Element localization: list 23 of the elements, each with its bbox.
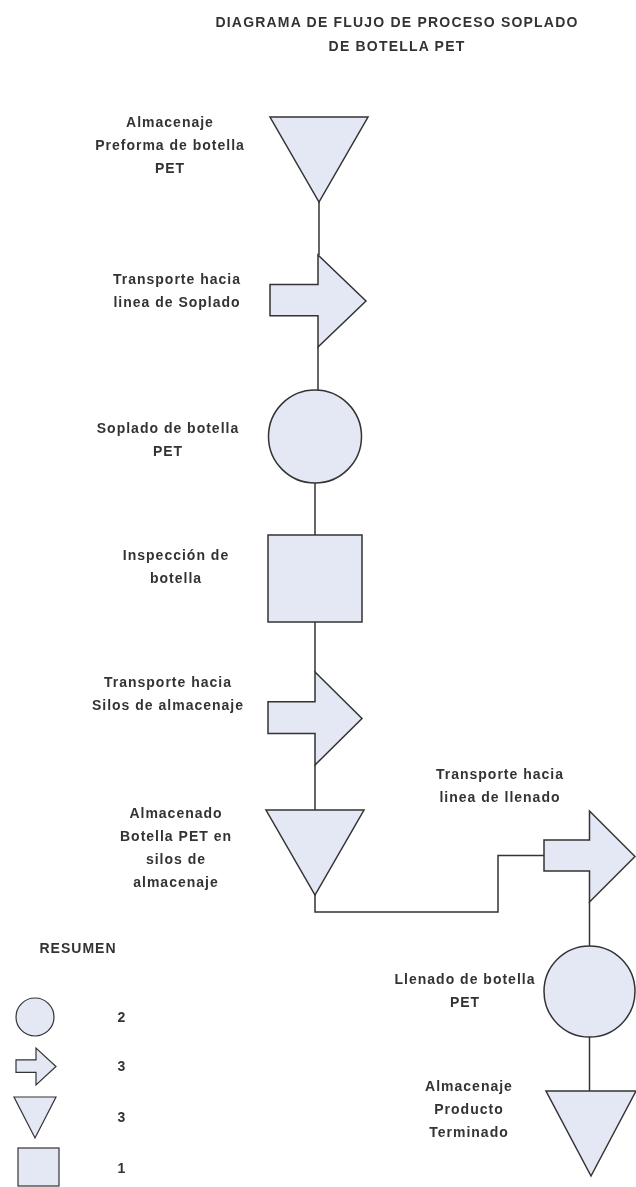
summary-count: 3 <box>116 1108 128 1127</box>
connector-line <box>588 901 591 947</box>
connector-line <box>314 764 316 811</box>
summary-count: 2 <box>116 1008 128 1027</box>
step-label: Llenado de botella PET <box>393 970 537 1012</box>
connector-line <box>314 854 545 913</box>
step-label: Transporte hacia linea de llenado <box>434 765 565 807</box>
connector-line <box>314 621 316 673</box>
step-label: Soplado de botella PET <box>95 419 241 461</box>
connector-line <box>318 201 320 256</box>
connector-line <box>317 346 319 391</box>
connector-line <box>314 482 316 536</box>
step-label: Transporte hacia Silos de almacenaje <box>90 673 246 715</box>
step-label: Almacenaje Preforma de botella PET <box>95 113 245 178</box>
step-label: Almacenado Botella PET en silos de almacenaje <box>119 804 233 892</box>
summary-count: 1 <box>116 1159 128 1178</box>
step-label: Inspección de botella <box>121 546 231 588</box>
step-label: Almacenaje Producto Terminado <box>424 1077 514 1142</box>
summary-count: 3 <box>116 1057 128 1076</box>
connector-line <box>588 1036 591 1092</box>
step-label: Transporte hacia linea de Soplado <box>111 270 242 312</box>
summary-heading: RESUMEN <box>38 939 118 958</box>
diagram-title: DIAGRAMA DE FLUJO DE PROCESO SOPLADO DE BOTELLA PET <box>214 13 580 56</box>
